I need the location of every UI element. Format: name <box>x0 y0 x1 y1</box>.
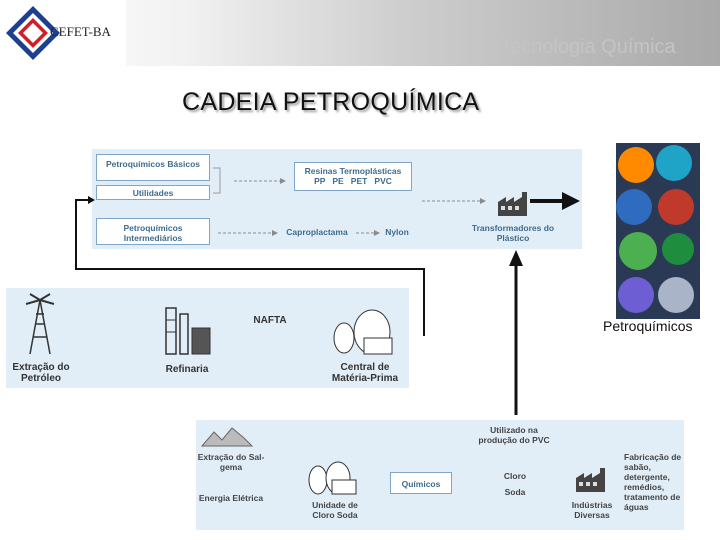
energia-eletrica-label: Energia Elétrica <box>198 493 264 503</box>
nafta-label: NAFTA <box>253 315 287 326</box>
mountains-icon <box>200 427 254 447</box>
petroquimicos-intermediarios-box: Petroquímicos Intermediários <box>96 218 210 245</box>
cloro-soda-tanks-icon <box>308 461 357 495</box>
photo-caption: Petroquímicos <box>603 318 693 334</box>
resinas-box: Resinas Termoplásticas PP PE PET PVC <box>294 162 412 191</box>
utilizado-pvc-label: Utilizado na produção do PVC <box>478 425 550 445</box>
cloro-label: Cloro <box>503 471 527 481</box>
petrochemical-photo-collage <box>616 143 700 319</box>
petroquimicos-basicos-box: Petroquímicos Básicos <box>96 154 210 181</box>
page-title: CADEIA PETROQUÍMICA <box>182 88 480 116</box>
industrias-diversas-label: Indústrias Diversas <box>571 500 613 520</box>
extracao-petroleo-label: Extração do Petróleo <box>12 362 70 384</box>
header-tagline: Tecnologia Química <box>500 36 676 58</box>
resinas-label: Resinas Termoplásticas <box>304 166 402 176</box>
utilidades-box: Utilidades <box>96 185 210 200</box>
logo-text: CEFET-BA <box>50 24 111 39</box>
fabricacao-label: Fabricação de sabão, detergente, remédio… <box>624 452 682 512</box>
nylon-label: Nylon <box>385 227 409 237</box>
unidade-cloro-soda-label: Unidade de Cloro Soda <box>312 500 358 520</box>
factory-icon <box>498 192 527 216</box>
quimicos-box: Químicos <box>390 472 452 494</box>
soda-label: Soda <box>504 487 526 497</box>
refinery-icon <box>165 307 211 355</box>
storage-tanks-icon <box>333 309 393 355</box>
logo <box>0 0 126 66</box>
logo-diamond-icon <box>6 6 60 60</box>
oil-derrick-icon <box>25 293 55 355</box>
transformadores-label: Transformadores do Plástico <box>471 223 555 243</box>
central-materia-prima-label: Central de Matéria-Prima <box>331 362 399 384</box>
industry-factory-icon <box>576 468 605 492</box>
caproplactama-label: Caproplactama <box>286 227 348 237</box>
resinas-types: PP PE PET PVC <box>314 176 392 186</box>
extracao-sal-gema-label: Extração do Sal-gema <box>197 452 265 472</box>
refinaria-label: Refinaria <box>165 364 209 375</box>
